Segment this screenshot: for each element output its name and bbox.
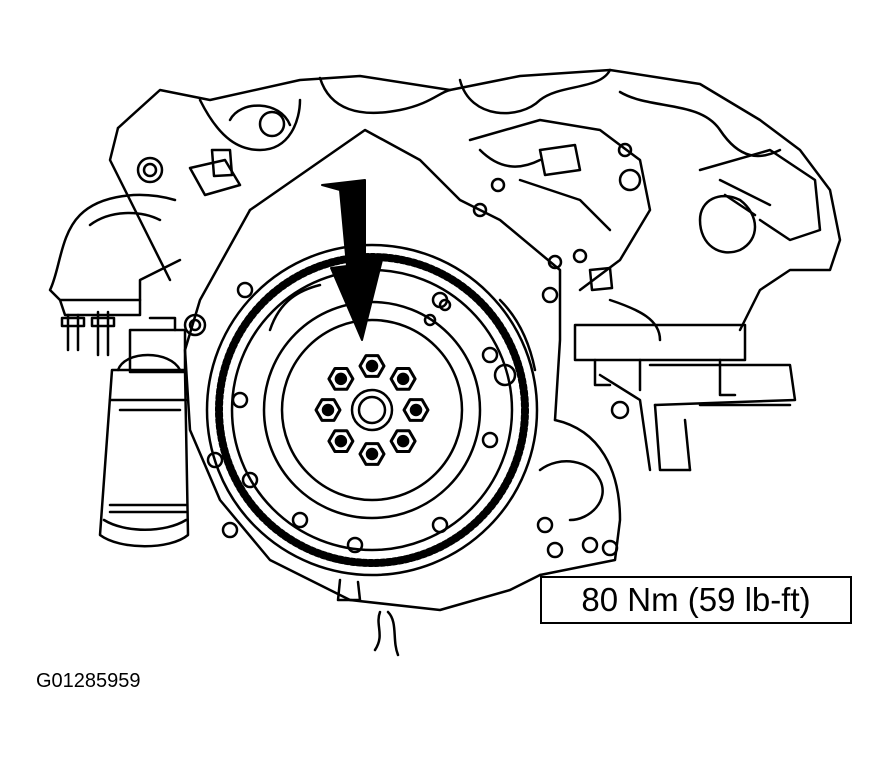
lower-wiring	[336, 578, 400, 657]
figure-id: G01285959	[36, 670, 141, 692]
crankshaft-bolt	[327, 429, 355, 453]
oil-filter	[98, 353, 190, 548]
torque-callout-box: 80 Nm (59 lb-ft)	[540, 576, 852, 624]
crankshaft-bolt	[358, 354, 386, 378]
crankshaft-bolts	[314, 354, 430, 466]
engine-block	[108, 68, 842, 332]
crankshaft-bolt	[327, 367, 355, 391]
torque-callout-text: 80 Nm (59 lb-ft)	[581, 581, 811, 618]
crankshaft-bolt	[389, 429, 417, 453]
crankshaft-bolt	[402, 398, 430, 422]
left-exhaust-manifold	[48, 193, 182, 357]
rear-plate	[183, 128, 622, 612]
crankshaft-bolt	[389, 367, 417, 391]
left-mount-bracket	[128, 316, 187, 374]
flexplate-holes	[183, 281, 619, 559]
arrow-pointer	[321, 179, 383, 341]
right-mount-bracket	[573, 298, 797, 472]
crankshaft-bolt	[358, 442, 386, 466]
crankshaft-bolt	[314, 398, 342, 422]
